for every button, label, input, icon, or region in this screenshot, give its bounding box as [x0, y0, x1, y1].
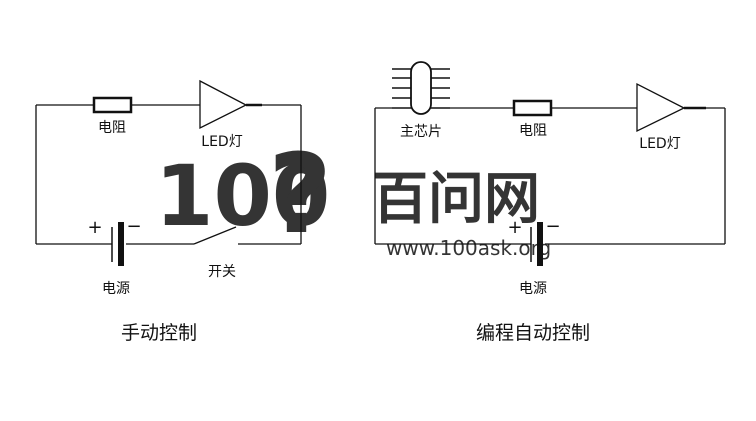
right-led-symbol — [636, 82, 686, 133]
left-resistor-symbol — [92, 96, 133, 114]
watermark-logo-number: 100 — [155, 147, 330, 245]
left-battery-label: 电源 — [102, 281, 130, 297]
right-battery-symbol — [530, 222, 543, 266]
main-chip-symbol — [392, 61, 450, 115]
right-battery-plus: + — [507, 217, 522, 238]
right-battery-label: 电源 — [519, 281, 547, 297]
left-switch-label: 开关 — [208, 264, 236, 280]
right-led-label: LED灯 — [639, 136, 680, 152]
chip-label: 主芯片 — [400, 124, 442, 140]
right-battery-minus: − — [545, 216, 560, 237]
watermark-site-name: 百问网 — [372, 167, 540, 232]
programmed-control-circuit — [374, 107, 726, 245]
left-battery-minus: − — [126, 216, 141, 237]
left-switch-blade — [193, 226, 237, 245]
left-battery-plus: + — [87, 217, 102, 238]
left-resistor-label: 电阻 — [98, 120, 126, 136]
watermark-site-url: www.100ask.org — [386, 236, 551, 260]
left-caption: 手动控制 — [121, 322, 197, 344]
left-battery-symbol — [111, 222, 124, 266]
watermark-logo: 100 ? 百问网 www.100ask.org — [155, 130, 551, 260]
right-resistor-symbol — [512, 99, 553, 117]
right-caption: 编程自动控制 — [476, 322, 590, 344]
left-led-label: LED灯 — [201, 134, 242, 150]
left-led-symbol — [199, 79, 248, 130]
right-resistor-label: 电阻 — [519, 123, 547, 139]
watermark-question-mark: ? — [268, 130, 332, 258]
